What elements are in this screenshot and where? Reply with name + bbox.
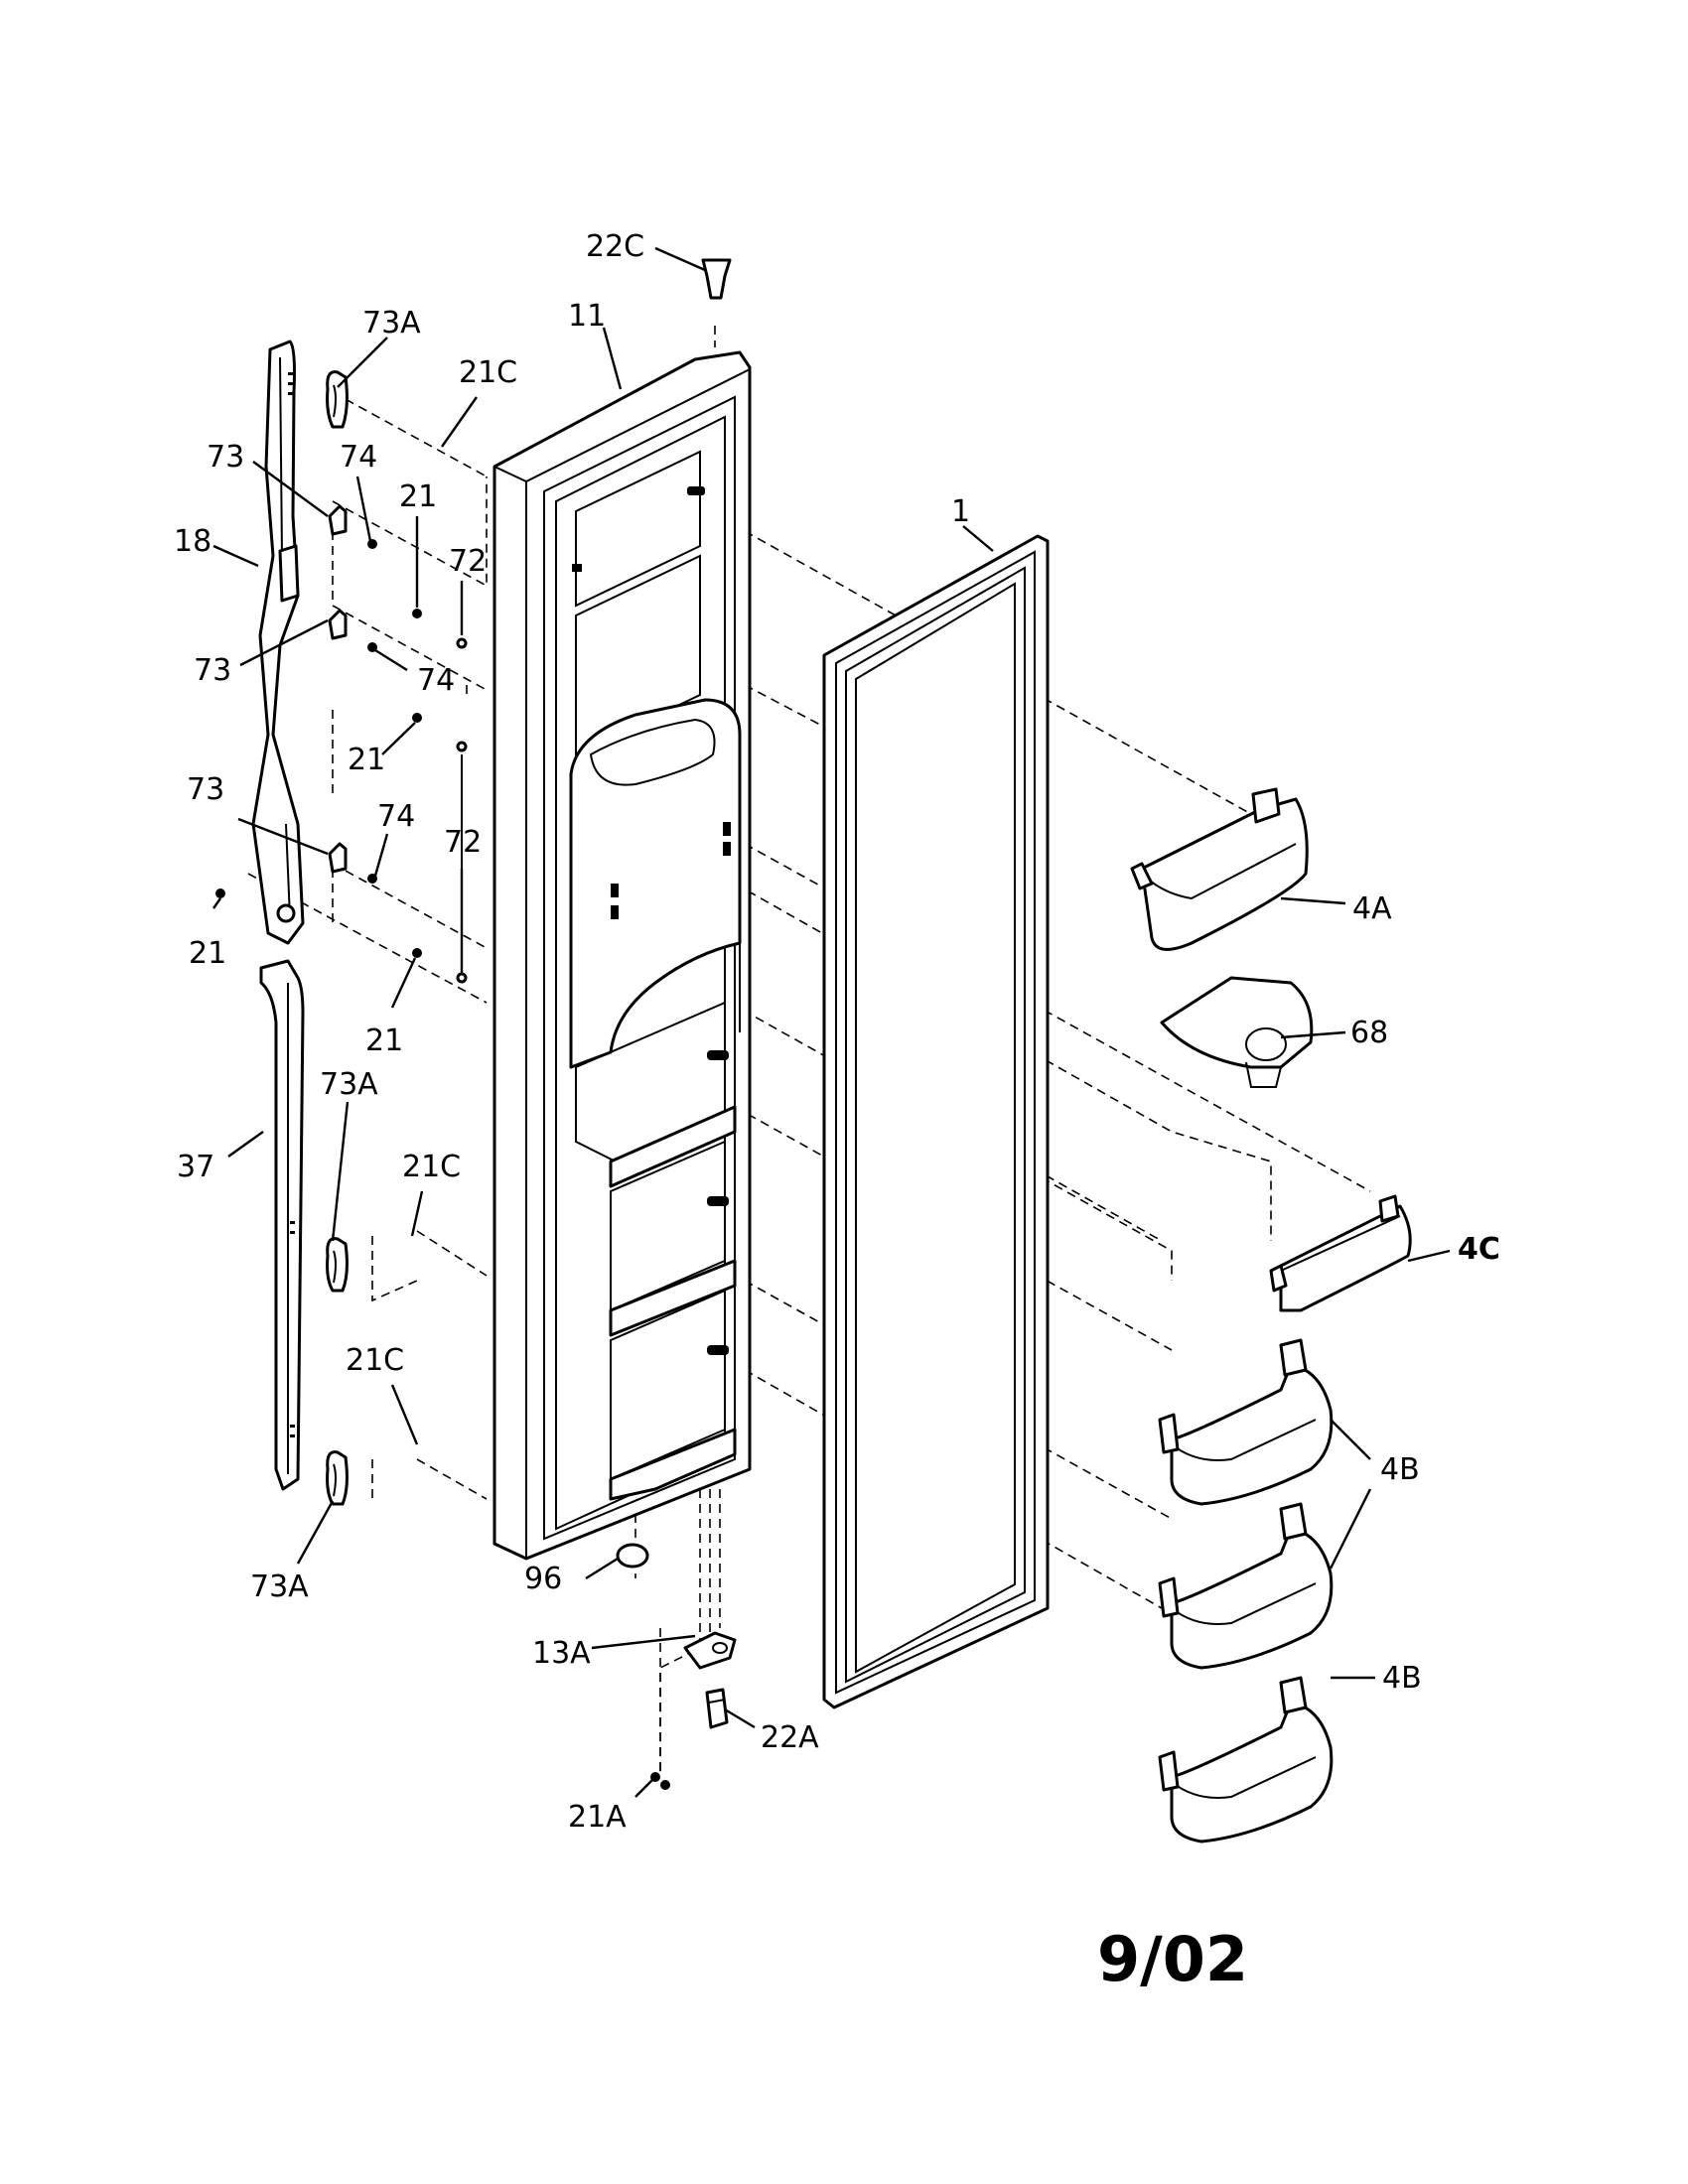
clip-73-b — [328, 609, 348, 640]
label-73-a: 73 — [207, 440, 244, 475]
label-18: 18 — [174, 524, 211, 559]
part-labels: 22C 11 73A 21C 73 74 18 21 72 73 74 21 7… — [174, 229, 1500, 1835]
bottom-hinge-plate — [683, 1631, 737, 1670]
label-21-c: 21 — [189, 936, 226, 971]
bin-68 — [1160, 976, 1314, 1088]
label-4b-b: 4B — [1382, 1661, 1422, 1696]
bin-4b-lower — [1158, 1676, 1334, 1843]
label-74-a: 74 — [340, 440, 377, 475]
clip-73-c — [328, 842, 348, 874]
label-96: 96 — [524, 1562, 562, 1596]
hinge-pin-top — [701, 258, 732, 300]
door-gasket — [822, 534, 1050, 1709]
label-11: 11 — [568, 299, 606, 334]
label-22c: 22C — [586, 229, 644, 264]
label-21a: 21A — [568, 1800, 627, 1835]
label-72-a: 72 — [449, 544, 487, 579]
label-4c: 4C — [1458, 1232, 1500, 1267]
bottom-screws — [650, 1772, 670, 1790]
bin-4c — [1269, 1194, 1412, 1312]
handle-lower-trim — [259, 959, 305, 1491]
label-74-c: 74 — [377, 799, 415, 834]
label-21c-top: 21C — [459, 355, 517, 390]
handle-upper — [251, 340, 305, 945]
clip-73a-bot — [326, 1450, 349, 1506]
clip-73a-top — [326, 370, 349, 429]
label-4a: 4A — [1352, 891, 1392, 926]
label-73-b: 73 — [194, 653, 231, 688]
label-21-a: 21 — [399, 479, 437, 514]
bin-4a — [1130, 787, 1309, 951]
label-1: 1 — [951, 494, 970, 529]
bin-4b-middle — [1158, 1502, 1334, 1670]
label-68: 68 — [1350, 1016, 1388, 1050]
door-panel — [492, 350, 752, 1561]
label-73a-mid: 73A — [320, 1067, 378, 1102]
clip-73a-mid — [326, 1237, 349, 1293]
label-74-b: 74 — [417, 663, 455, 698]
label-37: 37 — [177, 1150, 214, 1184]
label-72-b: 72 — [444, 825, 482, 860]
leader-lines — [212, 246, 1451, 1798]
label-4b-a: 4B — [1380, 1452, 1420, 1487]
label-13a: 13A — [532, 1636, 591, 1671]
label-73a-bot: 73A — [250, 1570, 309, 1604]
label-21c-mid: 21C — [402, 1150, 461, 1184]
label-21-d: 21 — [365, 1024, 403, 1058]
label-73a-top: 73A — [362, 306, 421, 341]
bin-4b-upper — [1158, 1338, 1334, 1506]
clip-73-a — [328, 504, 348, 536]
bottom-hinge-pin — [705, 1688, 729, 1729]
label-21c-low: 21C — [346, 1343, 404, 1378]
label-21-b: 21 — [348, 743, 385, 777]
bottom-plug — [616, 1543, 649, 1569]
label-73-c: 73 — [187, 772, 224, 807]
label-22a: 22A — [761, 1720, 819, 1755]
revision-date: 9/02 — [1097, 1923, 1248, 1995]
